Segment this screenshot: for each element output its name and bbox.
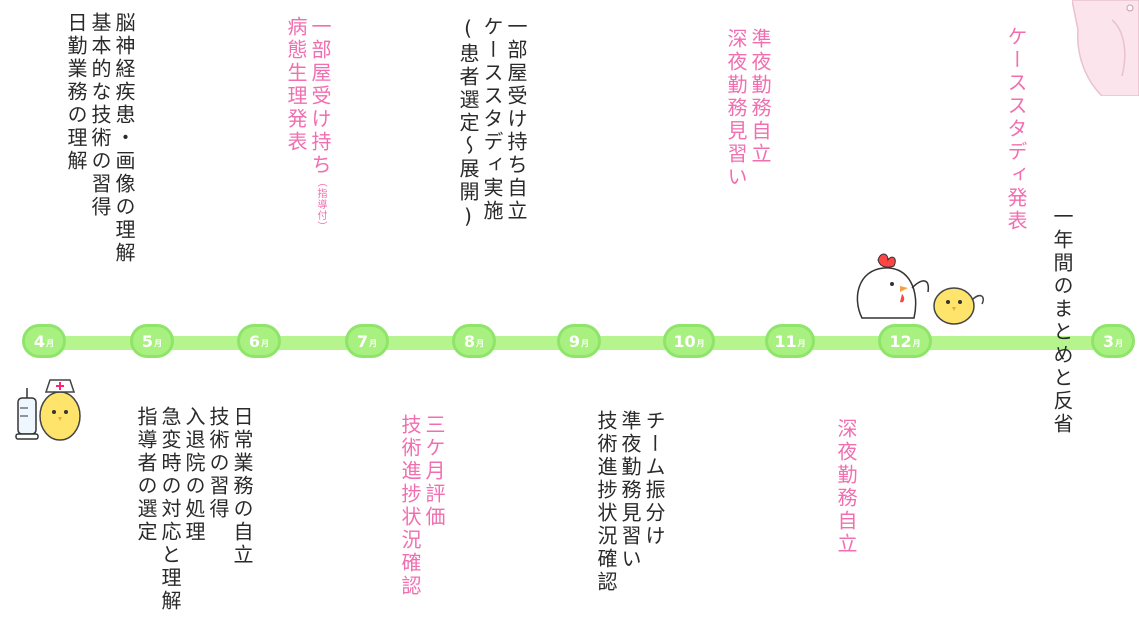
- month-unit: 月: [581, 339, 590, 348]
- month-number: 8: [463, 331, 476, 351]
- goal-line: 準夜勤務見習い: [618, 410, 642, 571]
- goal-line: 準夜勤務自立: [748, 28, 772, 166]
- nov-goals-below: 深夜勤務自立: [834, 418, 858, 556]
- goal-line: 一年間のまとめと反省: [1050, 206, 1074, 436]
- goal-line: 入退院の処理: [182, 406, 206, 544]
- month-number: 6: [248, 331, 261, 351]
- month-unit: 月: [154, 339, 163, 348]
- month-unit: 月: [476, 339, 485, 348]
- goal-line: 一部屋受け持ち: [308, 16, 332, 177]
- month-number: 5: [141, 331, 154, 351]
- goal-line: チーム振分け: [642, 410, 666, 548]
- aug-goals-above: 一部屋受け持ち自立ケーススタディ実施(患者選定〜展開): [456, 16, 528, 231]
- oct-goals-above: 準夜勤務自立深夜勤務見習い: [724, 28, 772, 189]
- dec-goals-above: ケーススタディ発表: [1004, 26, 1028, 233]
- goal-line: 技術進捗状況確認: [594, 410, 618, 594]
- goal-line: 脳神経疾患・画像の理解: [112, 12, 136, 265]
- goal-line: (患者選定〜展開): [456, 16, 480, 231]
- nurse-character-partial-illustration: [1072, 0, 1139, 96]
- mar-goals: 一年間のまとめと反省: [1050, 206, 1074, 436]
- month-unit: 月: [1115, 339, 1124, 348]
- goal-line: 技術の習得: [206, 406, 230, 521]
- month-number: 4: [33, 331, 46, 351]
- goal-line: 急変時の対応と理解: [158, 406, 182, 613]
- month-number: 3: [1102, 331, 1115, 351]
- goal-line: 基本的な技術の習得: [88, 12, 112, 219]
- goal-note: （指導付）: [315, 177, 326, 232]
- month-number: 12: [889, 331, 912, 351]
- month-unit: 月: [696, 339, 705, 348]
- month-number: 9: [568, 331, 581, 351]
- goal-line: 深夜勤務自立: [834, 418, 858, 556]
- goal-line: 技術進捗状況確認: [398, 414, 422, 598]
- month-number: 11: [774, 331, 797, 351]
- goal-line: 深夜勤務見習い: [724, 28, 748, 189]
- month-unit: 月: [46, 339, 55, 348]
- goal-line: ケーススタディ発表: [1004, 26, 1028, 233]
- goal-line: 病態生理発表: [284, 16, 308, 154]
- month-number: 7: [356, 331, 369, 351]
- aug-goals-below: 三ケ月評価技術進捗状況確認: [398, 414, 446, 598]
- may-goals-below: 日常業務の自立技術の習得入退院の処理急変時の対応と理解指導者の選定: [134, 406, 254, 613]
- goal-line: ケーススタディ実施: [480, 16, 504, 223]
- month-number: 10: [673, 331, 696, 351]
- month-unit: 月: [261, 339, 270, 348]
- hen-and-chick-illustration: [856, 253, 984, 325]
- goal-line: 三ケ月評価: [422, 414, 446, 529]
- goal-line: 一部屋受け持ち自立: [504, 16, 528, 223]
- month-unit: 月: [912, 339, 921, 348]
- oct-goals-below: チーム振分け準夜勤務見習い技術進捗状況確認: [594, 410, 666, 594]
- jul-goals-above: 一部屋受け持ち（指導付） 病態生理発表: [284, 16, 332, 232]
- goal-line: 指導者の選定: [134, 406, 158, 544]
- chick-nurse-syringe-illustration: [15, 379, 81, 441]
- goal-line: 日常業務の自立: [230, 406, 254, 567]
- may-goals-above: 脳神経疾患・画像の理解基本的な技術の習得日勤業務の理解: [64, 12, 136, 265]
- goal-line: 日勤業務の理解: [64, 12, 88, 173]
- month-unit: 月: [797, 339, 806, 348]
- month-unit: 月: [369, 339, 378, 348]
